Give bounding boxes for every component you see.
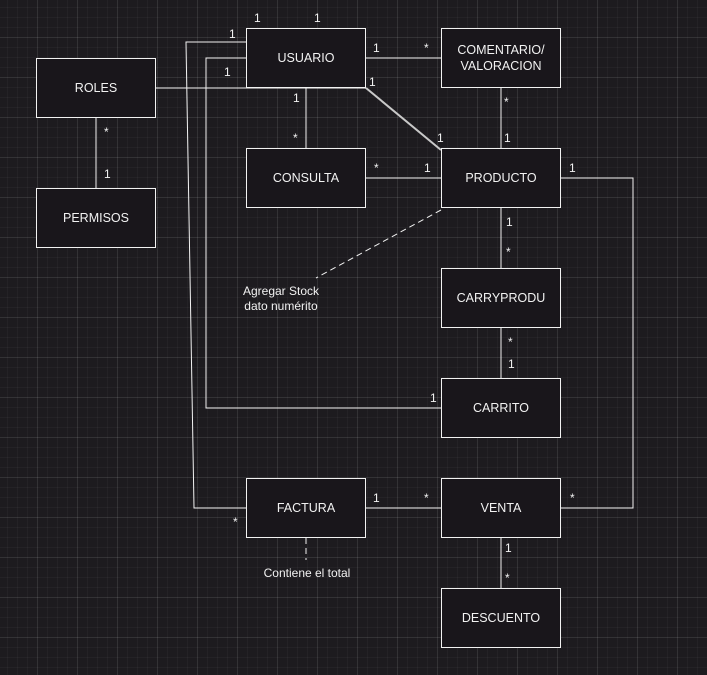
connector-producto-venta — [561, 177, 634, 509]
entity-carrito[interactable]: CARRITO — [441, 378, 561, 438]
multiplicity-label: 1 — [229, 27, 236, 41]
multiplicity-label: * — [508, 335, 513, 349]
multiplicity-label: * — [570, 491, 575, 505]
entity-consulta[interactable]: CONSULTA — [246, 148, 366, 208]
connector-usuario-carrito — [205, 57, 441, 409]
multiplicity-label: 1 — [369, 75, 376, 89]
entity-producto[interactable]: PRODUCTO — [441, 148, 561, 208]
multiplicity-label: * — [505, 571, 510, 585]
multiplicity-label: 1 — [373, 491, 380, 505]
entity-factura[interactable]: FACTURA — [246, 478, 366, 538]
note-contiene-total: Contiene el total — [263, 566, 351, 580]
multiplicity-label: 1 — [504, 131, 511, 145]
multiplicity-label: 1 — [430, 391, 437, 405]
note-connector-stock — [315, 209, 442, 279]
multiplicity-label: 1 — [373, 41, 380, 55]
multiplicity-label: 1 — [314, 11, 321, 25]
entity-usuario[interactable]: USUARIO — [246, 28, 366, 88]
multiplicity-label: 1 — [508, 357, 515, 371]
multiplicity-label: * — [424, 41, 429, 55]
multiplicity-label: 1 — [104, 167, 111, 181]
multiplicity-label: * — [506, 245, 511, 259]
entity-descuento[interactable]: DESCUENTO — [441, 588, 561, 648]
multiplicity-label: 1 — [293, 91, 300, 105]
entity-comentario-valoracion[interactable]: COMENTARIO/ VALORACION — [441, 28, 561, 88]
connector-usuario-producto — [365, 87, 442, 151]
connector-usuario-factura — [185, 41, 246, 509]
multiplicity-label: 1 — [569, 161, 576, 175]
multiplicity-label: 1 — [254, 11, 261, 25]
multiplicity-label: 1 — [424, 161, 431, 175]
entity-roles[interactable]: ROLES — [36, 58, 156, 118]
multiplicity-label: * — [104, 125, 109, 139]
multiplicity-label: * — [424, 491, 429, 505]
multiplicity-label: * — [233, 515, 238, 529]
entity-carryprodu[interactable]: CARRYPRODU — [441, 268, 561, 328]
multiplicity-label: * — [293, 131, 298, 145]
multiplicity-label: 1 — [437, 131, 444, 145]
entity-venta[interactable]: VENTA — [441, 478, 561, 538]
multiplicity-label: * — [504, 95, 509, 109]
multiplicity-label: 1 — [224, 65, 231, 79]
multiplicity-label: * — [374, 161, 379, 175]
multiplicity-label: 1 — [505, 541, 512, 555]
multiplicity-label: 1 — [506, 215, 513, 229]
note-agregar-stock: Agregar Stock dato numérito — [242, 284, 320, 313]
entity-permisos[interactable]: PERMISOS — [36, 188, 156, 248]
